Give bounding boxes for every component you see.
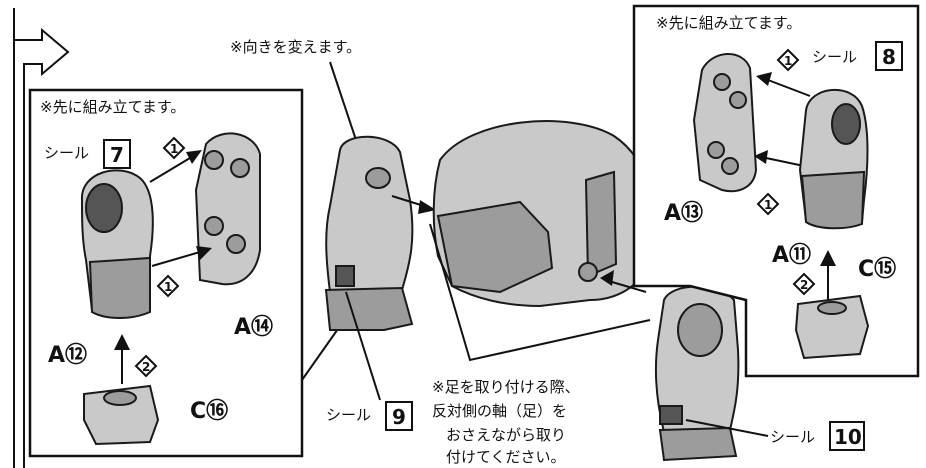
- leg-half-a13-illustration: [692, 53, 758, 193]
- sticker-number-10: 10: [834, 425, 862, 449]
- svg-text:2: 2: [800, 278, 808, 292]
- right-subassembly-panel: ※先に組み立てます。 A⑬ 1 1 シール 8: [632, 4, 920, 378]
- step-one-badge: 1: [776, 48, 800, 72]
- part-label-c16: C⑯: [190, 398, 228, 424]
- foot-caution-note: ※足を取り付ける際、 反対側の軸（足）を おさえながら取り 付けてください。: [432, 378, 580, 466]
- svg-text:付けてください。: 付けてください。: [446, 448, 566, 466]
- part-label-c15: C⑮: [858, 256, 896, 282]
- part-label-a13: A⑬: [664, 200, 703, 226]
- preassemble-note-right: ※先に組み立てます。: [656, 14, 801, 32]
- foot-part-c16-illustration: [83, 384, 160, 446]
- part-label-a11: A⑪: [772, 242, 811, 268]
- svg-text:反対側の軸（足）を: 反対側の軸（足）を: [432, 402, 567, 420]
- step-one-badge: 1: [156, 274, 180, 298]
- caution-callout-line: [429, 223, 651, 362]
- rotate-note: ※向きを変えます。: [230, 38, 361, 56]
- svg-text:2: 2: [142, 360, 150, 374]
- svg-text:※足を取り付ける際、: ※足を取り付ける際、: [432, 378, 580, 396]
- svg-text:1: 1: [170, 142, 178, 156]
- leg-right-illustration: [655, 285, 740, 462]
- leg-half-a12-illustration: [80, 169, 154, 319]
- sticker-label: シール: [44, 144, 89, 162]
- torso-illustration: [432, 120, 655, 308]
- sticker-label: シール: [812, 48, 857, 66]
- sticker-number-7: 7: [110, 143, 124, 167]
- part-label-a14: A⑭: [234, 314, 273, 340]
- sticker-number-9: 9: [392, 405, 406, 429]
- part-label-a12: A⑫: [48, 342, 87, 368]
- sticker-label: シール: [326, 406, 371, 424]
- step-one-badge: 1: [756, 192, 780, 216]
- svg-text:1: 1: [164, 280, 172, 294]
- step-two-badge: 2: [792, 272, 816, 296]
- svg-text:1: 1: [764, 198, 772, 212]
- leg-half-a11-illustration: [798, 89, 869, 230]
- svg-text:おさえながら取り: おさえながら取り: [446, 426, 566, 444]
- leg-half-a14-illustration: [194, 132, 261, 286]
- left-subassembly-panel: ※先に組み立てます。 シール 7 1 1: [28, 88, 304, 458]
- callout-line: [301, 325, 341, 381]
- step-one-badge: 1: [162, 136, 186, 160]
- preassemble-note-left: ※先に組み立てます。: [40, 98, 185, 116]
- svg-text:1: 1: [784, 54, 792, 68]
- foot-part-c15-illustration: [794, 294, 870, 360]
- step-two-badge: 2: [134, 354, 158, 378]
- flow-arrow-icon: [13, 8, 70, 468]
- sticker-label: シール: [770, 428, 815, 446]
- leg-center-illustration: [324, 135, 414, 331]
- sticker-number-8: 8: [882, 45, 896, 69]
